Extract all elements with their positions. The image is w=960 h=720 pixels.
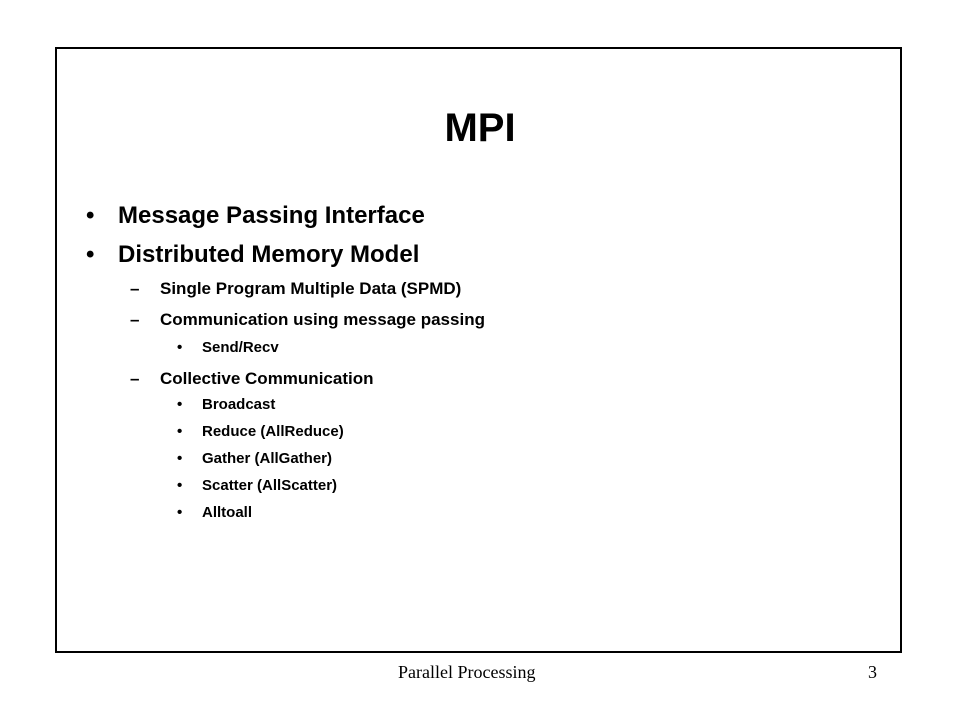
- bullet-marker: •: [177, 423, 183, 440]
- slide-title: MPI: [444, 106, 516, 150]
- sub-sub-item-text: Broadcast: [202, 396, 276, 413]
- bullet-marker: •: [86, 241, 95, 268]
- sub-item-text: Communication using message passing: [160, 310, 485, 329]
- sub-sub-item-text: Reduce (AllReduce): [202, 423, 344, 440]
- bullet-text: Message Passing Interface: [118, 202, 425, 229]
- bullet-marker: •: [177, 339, 183, 356]
- dash-marker: –: [130, 310, 140, 329]
- sub-item-text: Single Program Multiple Data (SPMD): [160, 279, 462, 298]
- sub-sub-item-text: Gather (AllGather): [202, 450, 333, 467]
- bullet-marker: •: [177, 450, 183, 467]
- footer-course-title: Parallel Processing: [398, 662, 536, 682]
- bullet-text: Distributed Memory Model: [118, 241, 420, 268]
- bullet-marker: •: [177, 477, 183, 494]
- slide-frame: [55, 47, 902, 653]
- bullet-marker: •: [177, 504, 183, 521]
- dash-marker: –: [130, 279, 140, 298]
- bullet-marker: •: [177, 396, 183, 413]
- sub-sub-item-text: Send/Recv: [202, 339, 279, 356]
- dash-marker: –: [130, 369, 140, 388]
- footer-page-number: 3: [868, 662, 877, 682]
- sub-sub-item-text: Alltoall: [202, 504, 253, 521]
- sub-sub-item-text: Scatter (AllScatter): [202, 477, 338, 494]
- sub-item-text: Collective Communication: [160, 369, 374, 388]
- bullet-marker: •: [86, 202, 95, 229]
